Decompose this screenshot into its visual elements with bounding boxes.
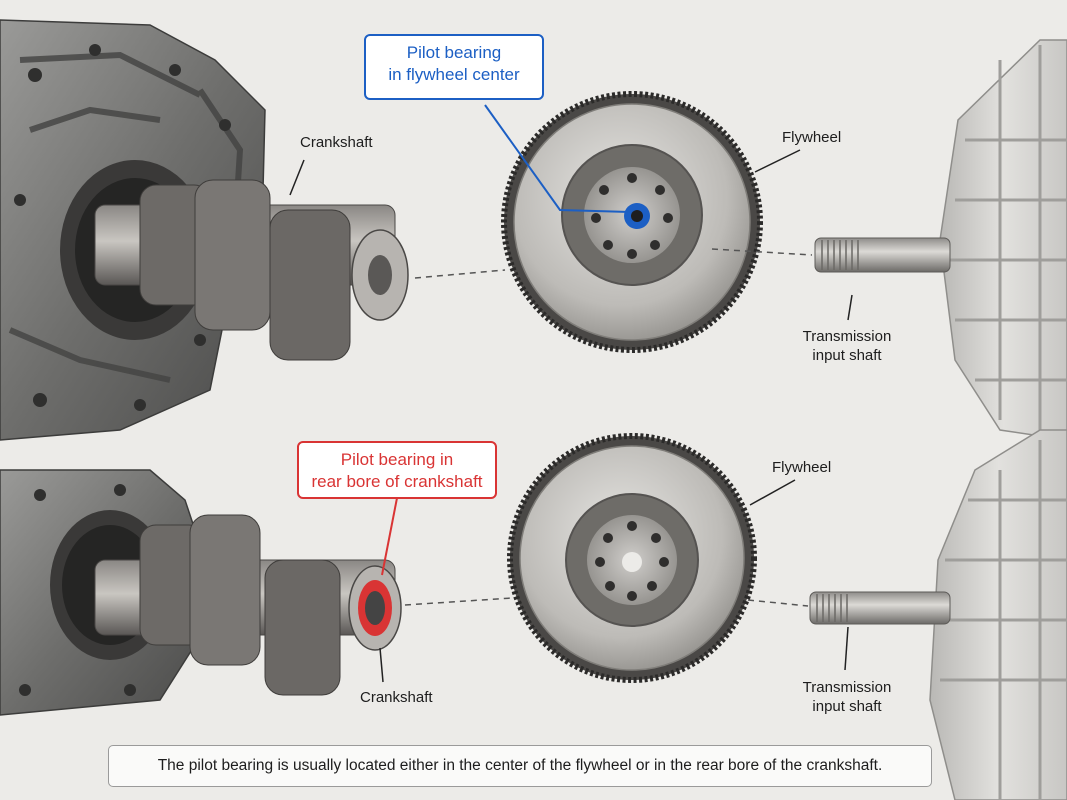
top-shaft-label-line2: input shaft <box>812 347 882 364</box>
bottom-shaft-label-line1: Transmission <box>802 679 892 696</box>
top-crankshaft-label: Crankshaft <box>300 134 373 151</box>
bottom-crankshaft <box>94 514 402 696</box>
caption-box: The pilot bearing is usually located eit… <box>108 745 932 787</box>
bottom-flywheel <box>507 433 757 683</box>
top-shaft-label: Transmission input shaft <box>792 327 902 365</box>
bottom-flywheel-label: Flywheel <box>772 459 832 476</box>
bottom-input-shaft <box>809 591 951 625</box>
bottom-leader-lines <box>379 479 849 683</box>
top-pilot-bearing-callout: Pilot bearing in flywheel center <box>364 34 544 100</box>
top-transmission-case <box>939 39 1067 441</box>
top-shaft-label-line1: Transmission <box>802 328 892 345</box>
top-crankshaft <box>94 179 409 361</box>
caption-text: The pilot bearing is usually located eit… <box>157 757 883 774</box>
bottom-crankshaft-label: Crankshaft <box>360 689 433 706</box>
bottom-transmission-case <box>929 429 1067 800</box>
top-flywheel-label: Flywheel <box>782 129 842 146</box>
bottom-pilot-bearing-callout: Pilot bearing in rear bore of crankshaft <box>297 441 497 499</box>
top-input-shaft <box>814 237 951 273</box>
bottom-shaft-label: Transmission input shaft <box>792 678 902 716</box>
top-callout-line1: Pilot bearing <box>406 43 502 62</box>
bottom-shaft-label-line2: input shaft <box>812 698 882 715</box>
top-leader-lines <box>289 104 853 321</box>
top-flywheel <box>501 91 763 353</box>
bottom-callout-line2: rear bore of crankshaft <box>311 472 483 491</box>
bottom-callout-line1: Pilot bearing in <box>340 450 454 469</box>
top-callout-line2: in flywheel center <box>388 65 520 84</box>
